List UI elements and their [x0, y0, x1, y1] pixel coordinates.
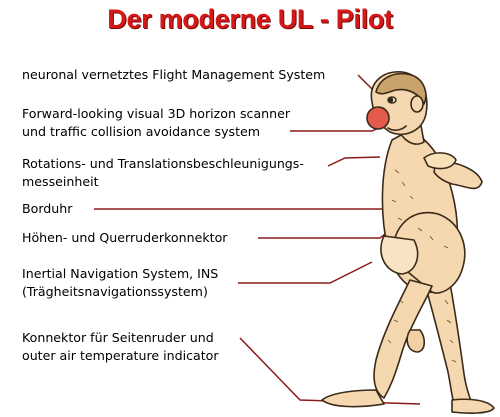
- label-borduhr: Borduhr: [22, 200, 72, 218]
- leader-line-borduhr: [94, 179, 433, 210]
- leader-line-ruder: [258, 221, 401, 239]
- label-text: Rotations- und Translationsbeschleunigun…: [22, 156, 304, 171]
- leader-line-acceleration: [327, 156, 381, 167]
- front-foot: [321, 389, 385, 408]
- label-ins: Inertial Navigation System, INS (Träghei…: [22, 265, 218, 301]
- pilot-figure: [321, 71, 495, 414]
- label-text: Forward-looking visual 3D horizon scanne…: [22, 106, 291, 121]
- back-foot: [451, 398, 495, 414]
- page-title: Der moderne UL - Pilot: [107, 4, 393, 34]
- body-hair: [387, 169, 457, 363]
- label-horizon-scanner: Forward-looking visual 3D horizon scanne…: [22, 105, 290, 141]
- hand: [423, 152, 457, 170]
- leader-line-ins: [238, 261, 373, 284]
- label-text: neuronal vernetztes Flight Management Sy…: [22, 67, 326, 82]
- front-thigh: [393, 211, 466, 294]
- label-acceleration-unit: Rotations- und Translationsbeschleunigun…: [22, 155, 304, 191]
- label-text: messeinheit: [22, 174, 99, 189]
- nose: [366, 106, 390, 130]
- label-ruder-connector: Höhen- und Querruderkonnektor: [22, 229, 227, 247]
- label-text: Höhen- und Querruderkonnektor: [22, 230, 228, 245]
- ear: [410, 95, 424, 113]
- buttock: [380, 235, 419, 275]
- label-rudder-connector: Konnektor für Seitenruder und outer air …: [22, 329, 219, 365]
- pupil: [388, 97, 394, 103]
- label-text: Inertial Navigation System, INS: [22, 266, 219, 281]
- label-text: Konnektor für Seitenruder und: [22, 330, 214, 345]
- mouth: [387, 125, 407, 131]
- hair: [375, 72, 427, 105]
- label-text: (Trägheitsnavigationssystem): [22, 284, 208, 299]
- label-text: und traffic collision avoidance system: [22, 124, 261, 139]
- label-text: Borduhr: [22, 201, 73, 216]
- hanging-detail: [406, 329, 426, 353]
- label-flight-management: neuronal vernetztes Flight Management Sy…: [22, 66, 325, 84]
- front-shin: [373, 279, 433, 399]
- label-text: outer air temperature indicator: [22, 348, 219, 363]
